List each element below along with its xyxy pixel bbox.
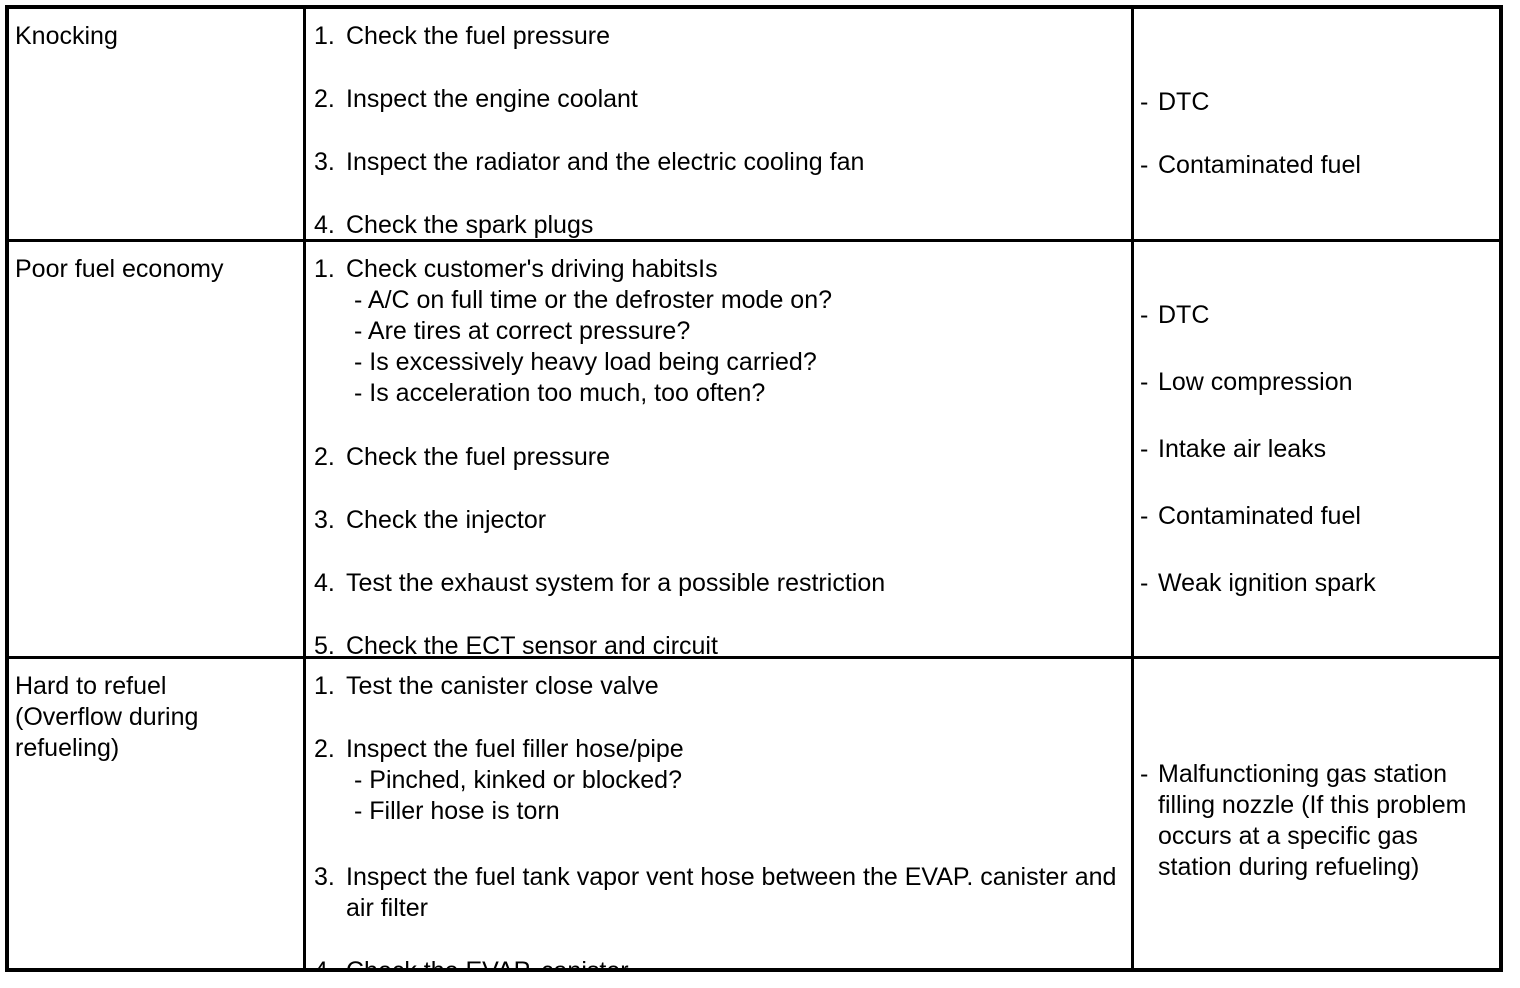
cause-text: Weak ignition spark — [1158, 569, 1376, 597]
procedure-step: 3. Inspect the fuel tank vapor vent hose… — [314, 862, 1123, 924]
procedure-cell: 1. Check the fuel pressure 2. Inspect th… — [306, 9, 1134, 239]
step-substep: - A/C on full time or the defroster mode… — [354, 286, 833, 314]
cause-item: - Weak ignition spark — [1140, 568, 1493, 599]
bullet-dash-icon: - — [1140, 435, 1149, 463]
cause-item: - Intake air leaks — [1140, 434, 1493, 465]
bullet-dash-icon: - — [1140, 502, 1149, 530]
step-text: Check the ECT sensor and circuit — [346, 632, 718, 656]
cause-item: - DTC — [1140, 87, 1493, 118]
step-number: 2. — [314, 735, 335, 763]
symptom-cell: Knocking — [9, 9, 306, 239]
step-number: 4. — [314, 569, 335, 597]
step-number: 1. — [314, 22, 335, 50]
bullet-dash-icon: - — [1140, 760, 1149, 788]
step-number: 1. — [314, 255, 335, 283]
cause-cell: - Malfunctioning gas station filling noz… — [1134, 659, 1499, 970]
procedure-cell: 1. Test the canister close valve 2. Insp… — [306, 659, 1134, 970]
step-text: Test the canister close valve — [346, 672, 659, 700]
step-text: Check the fuel pressure — [346, 22, 611, 50]
procedure-step: 2. Inspect the fuel filler hose/pipe - P… — [314, 734, 1123, 827]
cause-item: - DTC — [1140, 300, 1493, 331]
cause-text: Intake air leaks — [1158, 435, 1327, 463]
procedure-step: 3. Check the injector — [314, 505, 1123, 536]
step-number: 2. — [314, 85, 335, 113]
symptom-label-line2: (Overflow during — [15, 703, 199, 731]
procedure-step: 1. Check customer's driving habitsIs - A… — [314, 254, 1123, 409]
symptom-label: Poor fuel economy — [15, 255, 224, 283]
step-text: Check the spark plugs — [346, 211, 594, 239]
bullet-dash-icon: - — [1140, 569, 1149, 597]
cause-text: Contaminated fuel — [1158, 151, 1361, 179]
step-number: 4. — [314, 956, 346, 970]
bullet-dash-icon: - — [1140, 151, 1149, 179]
step-text: Inspect the engine coolant — [346, 85, 638, 113]
step-text: Inspect the radiator and the electric co… — [346, 148, 865, 176]
troubleshooting-table: Knocking 1. Check the fuel pressure 2. I… — [5, 5, 1503, 972]
table-row: Knocking 1. Check the fuel pressure 2. I… — [9, 9, 1499, 242]
step-text: Inspect the fuel tank vapor vent hose be… — [346, 863, 1117, 922]
cause-item: - Low compression — [1140, 367, 1493, 398]
cause-cell: - DTC - Contaminated fuel — [1134, 9, 1499, 239]
cause-item: - Contaminated fuel — [1140, 150, 1493, 181]
procedure-step: 3. Inspect the radiator and the electric… — [314, 147, 1123, 178]
symptom-cell: Poor fuel economy — [9, 242, 306, 656]
step-number: 5. — [314, 632, 335, 656]
step-number: 3. — [314, 506, 335, 534]
procedure-step: 2. Check the fuel pressure — [314, 442, 1123, 473]
step-number: 3. — [314, 863, 335, 891]
cause-item: - Malfunctioning gas station filling noz… — [1140, 759, 1493, 883]
cause-cell: - DTC - Low compression - Intake air lea… — [1134, 242, 1499, 656]
step-substep: - Is excessively heavy load being carrie… — [354, 348, 817, 376]
step-substep: - Are tires at correct pressure? — [354, 317, 691, 345]
bullet-dash-icon: - — [1140, 368, 1149, 396]
symptom-label: Hard to refuel — [15, 672, 167, 700]
step-text: Check the EVAP. canister — [346, 956, 1123, 970]
procedure-step: 2. Inspect the engine coolant — [314, 84, 1123, 115]
cause-text: DTC — [1158, 88, 1210, 116]
step-text: Inspect the fuel filler hose/pipe — [346, 735, 684, 763]
step-number: 4. — [314, 211, 335, 239]
step-text: Check customer's driving habitsIs — [346, 255, 718, 283]
cause-text: Low compression — [1158, 368, 1353, 396]
cause-text: DTC — [1158, 301, 1210, 329]
cause-item: - Contaminated fuel — [1140, 501, 1493, 532]
procedure-step: 4. Check the spark plugs — [314, 210, 1123, 239]
step-substep: - Filler hose is torn — [354, 797, 560, 825]
symptom-cell: Hard to refuel (Overflow during refuelin… — [9, 659, 306, 970]
bullet-dash-icon: - — [1140, 88, 1149, 116]
procedure-step: 4. Check the EVAP. canister — [314, 956, 1123, 970]
bullet-dash-icon: - — [1140, 301, 1149, 329]
symptom-label: Knocking — [15, 22, 118, 50]
step-substep: - Pinched, kinked or blocked? — [354, 766, 682, 794]
procedure-step: 1. Test the canister close valve — [314, 671, 1123, 702]
step-substep: - Is acceleration too much, too often? — [354, 379, 766, 407]
procedure-step: 4. Test the exhaust system for a possibl… — [314, 568, 1123, 599]
table-row: Poor fuel economy 1. Check customer's dr… — [9, 242, 1499, 659]
symptom-label-line3: refueling) — [15, 734, 120, 762]
step-number: 2. — [314, 443, 335, 471]
step-text: Check the injector — [346, 506, 547, 534]
cause-text: Malfunctioning gas station filling nozzl… — [1158, 760, 1467, 881]
procedure-step: 5. Check the ECT sensor and circuit — [314, 631, 1123, 656]
step-text: Test the exhaust system for a possible r… — [346, 569, 886, 597]
step-number: 1. — [314, 672, 335, 700]
table-row: Hard to refuel (Overflow during refuelin… — [9, 659, 1499, 970]
cause-text: Contaminated fuel — [1158, 502, 1361, 530]
procedure-step: 1. Check the fuel pressure — [314, 21, 1123, 52]
step-number: 3. — [314, 148, 335, 176]
procedure-cell: 1. Check customer's driving habitsIs - A… — [306, 242, 1134, 656]
step-text: Check the fuel pressure — [346, 443, 611, 471]
